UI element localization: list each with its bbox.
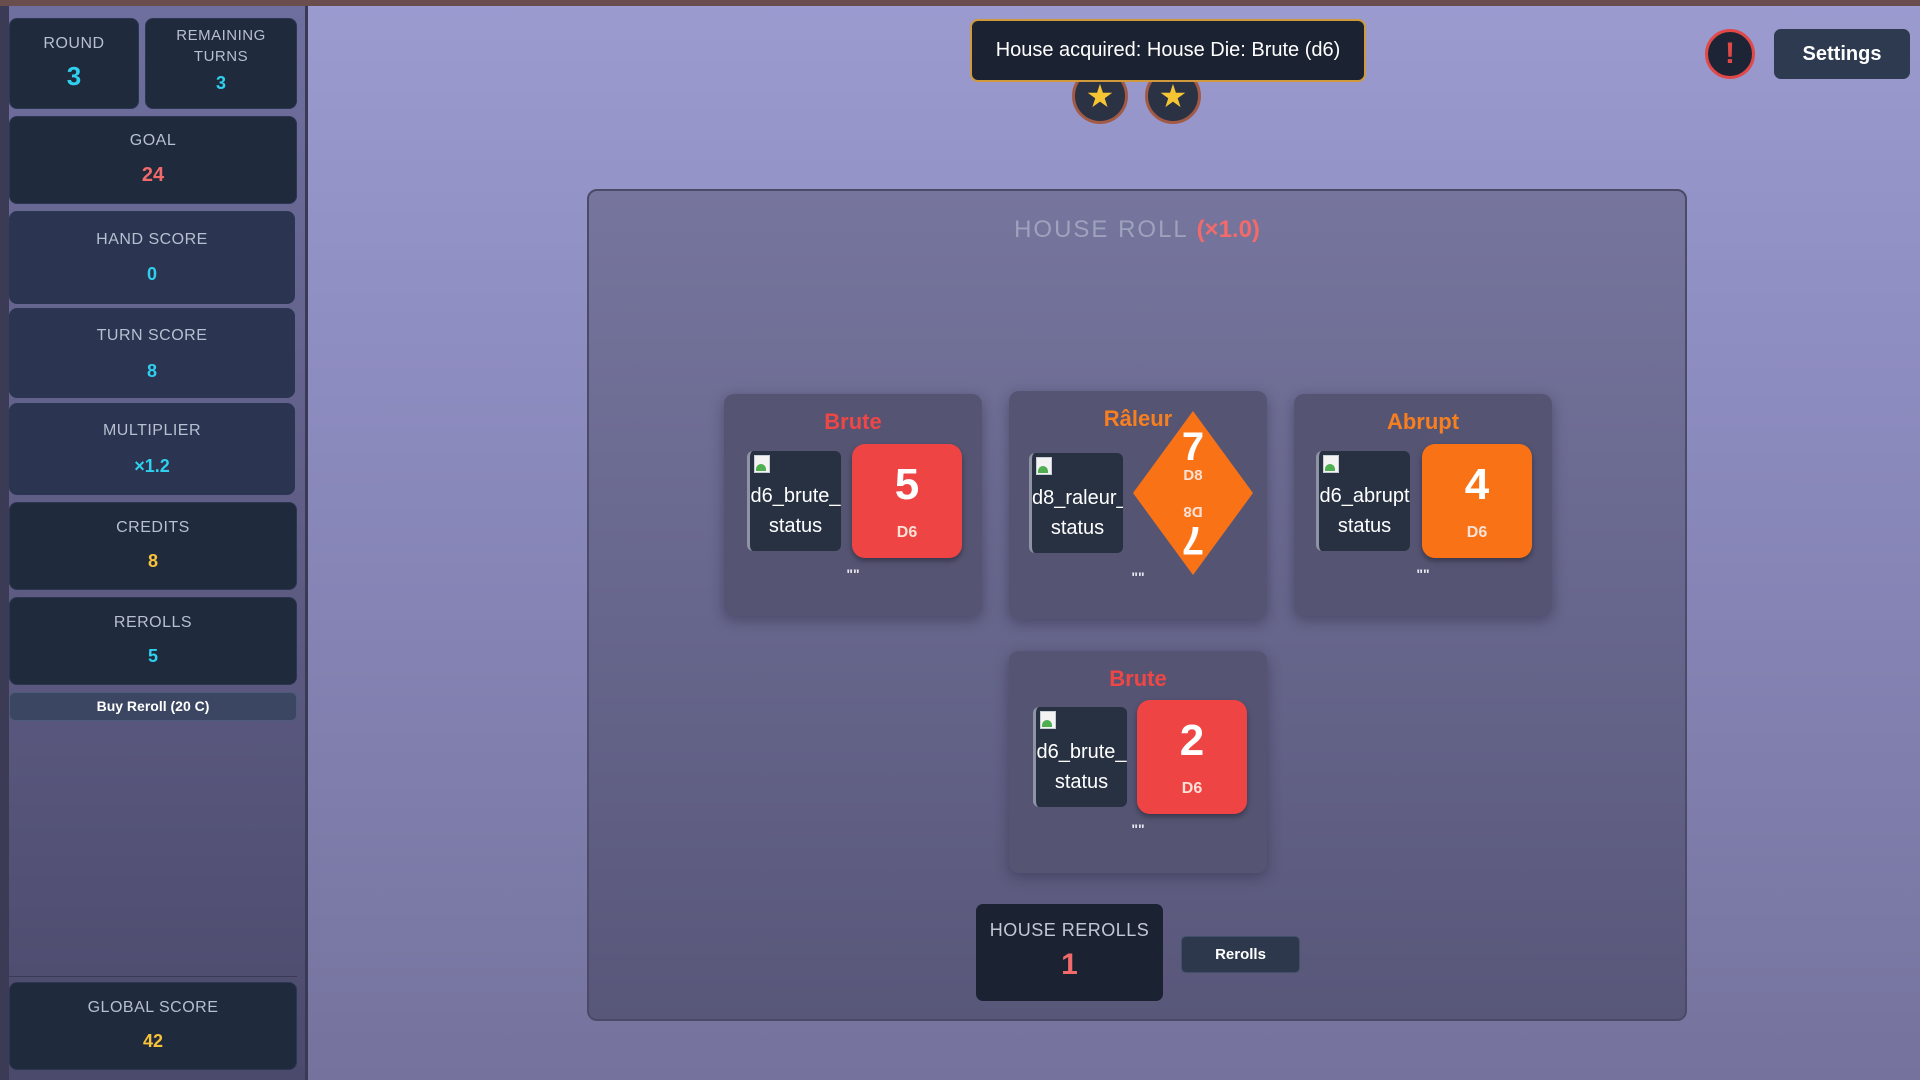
die-status-image: d6_abrupt status <box>1316 451 1410 551</box>
die-value: 2 <box>1179 716 1205 765</box>
house-rerolls-button[interactable]: Rerolls <box>1181 936 1300 973</box>
d8-diamond-shape <box>1133 411 1253 575</box>
die-value: 4 <box>1464 460 1490 509</box>
die-face[interactable]: 5 D6 <box>852 444 962 558</box>
house-die-card[interactable]: Râleur d8_raleur_ status 7 D8 D8 7 "" <box>1009 391 1267 619</box>
credits-label: CREDITS <box>116 519 190 536</box>
credits-value: 8 <box>147 551 158 571</box>
die-face[interactable]: 7 D8 D8 7 <box>1133 411 1253 575</box>
toast-notification: House acquired: House Die: Brute (d6) <box>970 19 1366 82</box>
die-value: 5 <box>894 460 920 509</box>
house-rerolls-value: 1 <box>1061 948 1078 981</box>
rerolls-stat: REROLLS 5 <box>9 597 297 685</box>
multiplier-label: MULTIPLIER <box>102 422 202 439</box>
die-quote: "" <box>1131 821 1145 837</box>
die-status-image: d6_brute_ status <box>747 451 841 551</box>
die-status-alt: d6_brute_ status <box>1036 741 1127 793</box>
die-value-mirrored: 7 <box>1181 518 1205 562</box>
buy-reroll-button[interactable]: Buy Reroll (20 C) <box>9 692 297 721</box>
multiplier-stat: MULTIPLIER ×1.2 <box>9 403 295 495</box>
die-status-alt: d6_abrupt status <box>1319 485 1410 537</box>
die-quote: "" <box>1131 569 1145 585</box>
broken-image-icon <box>1323 455 1339 473</box>
hand-score-stat: HAND SCORE 0 <box>9 211 295 304</box>
alert-icon[interactable]: ! <box>1705 29 1755 79</box>
round-label: ROUND <box>43 35 105 52</box>
house-die-card[interactable]: Brute d6_brute_ status 2 D6 "" <box>1009 651 1267 873</box>
die-face[interactable]: 4 D6 <box>1422 444 1532 558</box>
die-status-alt: d8_raleur_ status <box>1032 487 1123 539</box>
round-stat: ROUND 3 <box>9 18 139 109</box>
turn-score-stat: TURN SCORE 8 <box>9 308 295 398</box>
remaining-turns-stat: REMAINING TURNS 3 <box>145 18 297 109</box>
house-rerolls-box: HOUSE REROLLS 1 <box>976 904 1163 1001</box>
die-face[interactable]: 2 D6 <box>1137 700 1247 814</box>
hand-score-label: HAND SCORE <box>96 231 208 248</box>
turn-score-value: 8 <box>146 361 157 381</box>
broken-image-icon <box>1036 457 1052 475</box>
die-name: Abrupt <box>1386 409 1460 434</box>
turn-score-label: TURN SCORE <box>96 327 208 344</box>
die-status-image: d8_raleur_ status <box>1029 453 1123 553</box>
sidebar-edge <box>0 6 9 1080</box>
house-roll-panel: HOUSE ROLL (×1.0) Brute d6_brute_ status… <box>587 189 1687 1021</box>
die-type: D6 <box>896 524 918 541</box>
die-type: D6 <box>1181 780 1203 797</box>
die-type: D8 <box>1183 467 1203 484</box>
die-quote: "" <box>846 566 860 582</box>
house-roll-title: HOUSE ROLL (×1.0) <box>589 216 1685 244</box>
credits-stat: CREDITS 8 <box>9 502 297 590</box>
die-quote: "" <box>1416 566 1430 582</box>
round-value: 3 <box>66 61 82 91</box>
hand-score-value: 0 <box>146 264 157 284</box>
die-status-image: d6_brute_ status <box>1033 707 1127 807</box>
die-name: Brute <box>1109 666 1167 691</box>
house-roll-title-text: HOUSE ROLL <box>1014 216 1188 243</box>
goal-stat: GOAL 24 <box>9 116 297 204</box>
global-score-stat: GLOBAL SCORE 42 <box>9 982 297 1070</box>
house-die-card[interactable]: Abrupt d6_abrupt status 4 D6 "" <box>1294 394 1552 616</box>
rerolls-value: 5 <box>147 646 158 666</box>
house-die-card[interactable]: Brute d6_brute_ status 5 D6 "" <box>724 394 982 616</box>
die-type: D6 <box>1466 524 1488 541</box>
top-accent-bar <box>0 0 1920 6</box>
broken-image-icon <box>1040 711 1056 729</box>
remaining-turns-label: REMAINING TURNS <box>176 27 266 65</box>
die-name: Brute <box>824 409 882 434</box>
house-roll-multiplier: (×1.0) <box>1196 216 1260 243</box>
house-rerolls-label: HOUSE REROLLS <box>989 920 1150 940</box>
rerolls-label: REROLLS <box>113 614 193 631</box>
die-name: Râleur <box>1103 406 1173 431</box>
die-value: 7 <box>1181 425 1205 469</box>
settings-button[interactable]: Settings <box>1774 29 1910 79</box>
remaining-turns-value: 3 <box>215 73 226 93</box>
goal-label: GOAL <box>129 132 177 149</box>
sidebar-divider <box>9 976 297 977</box>
die-status-alt: d6_brute_ status <box>750 485 841 537</box>
global-score-label: GLOBAL SCORE <box>87 999 219 1016</box>
global-score-value: 42 <box>142 1031 164 1051</box>
multiplier-value: ×1.2 <box>134 456 170 476</box>
broken-image-icon <box>754 455 770 473</box>
goal-value: 24 <box>141 164 165 186</box>
